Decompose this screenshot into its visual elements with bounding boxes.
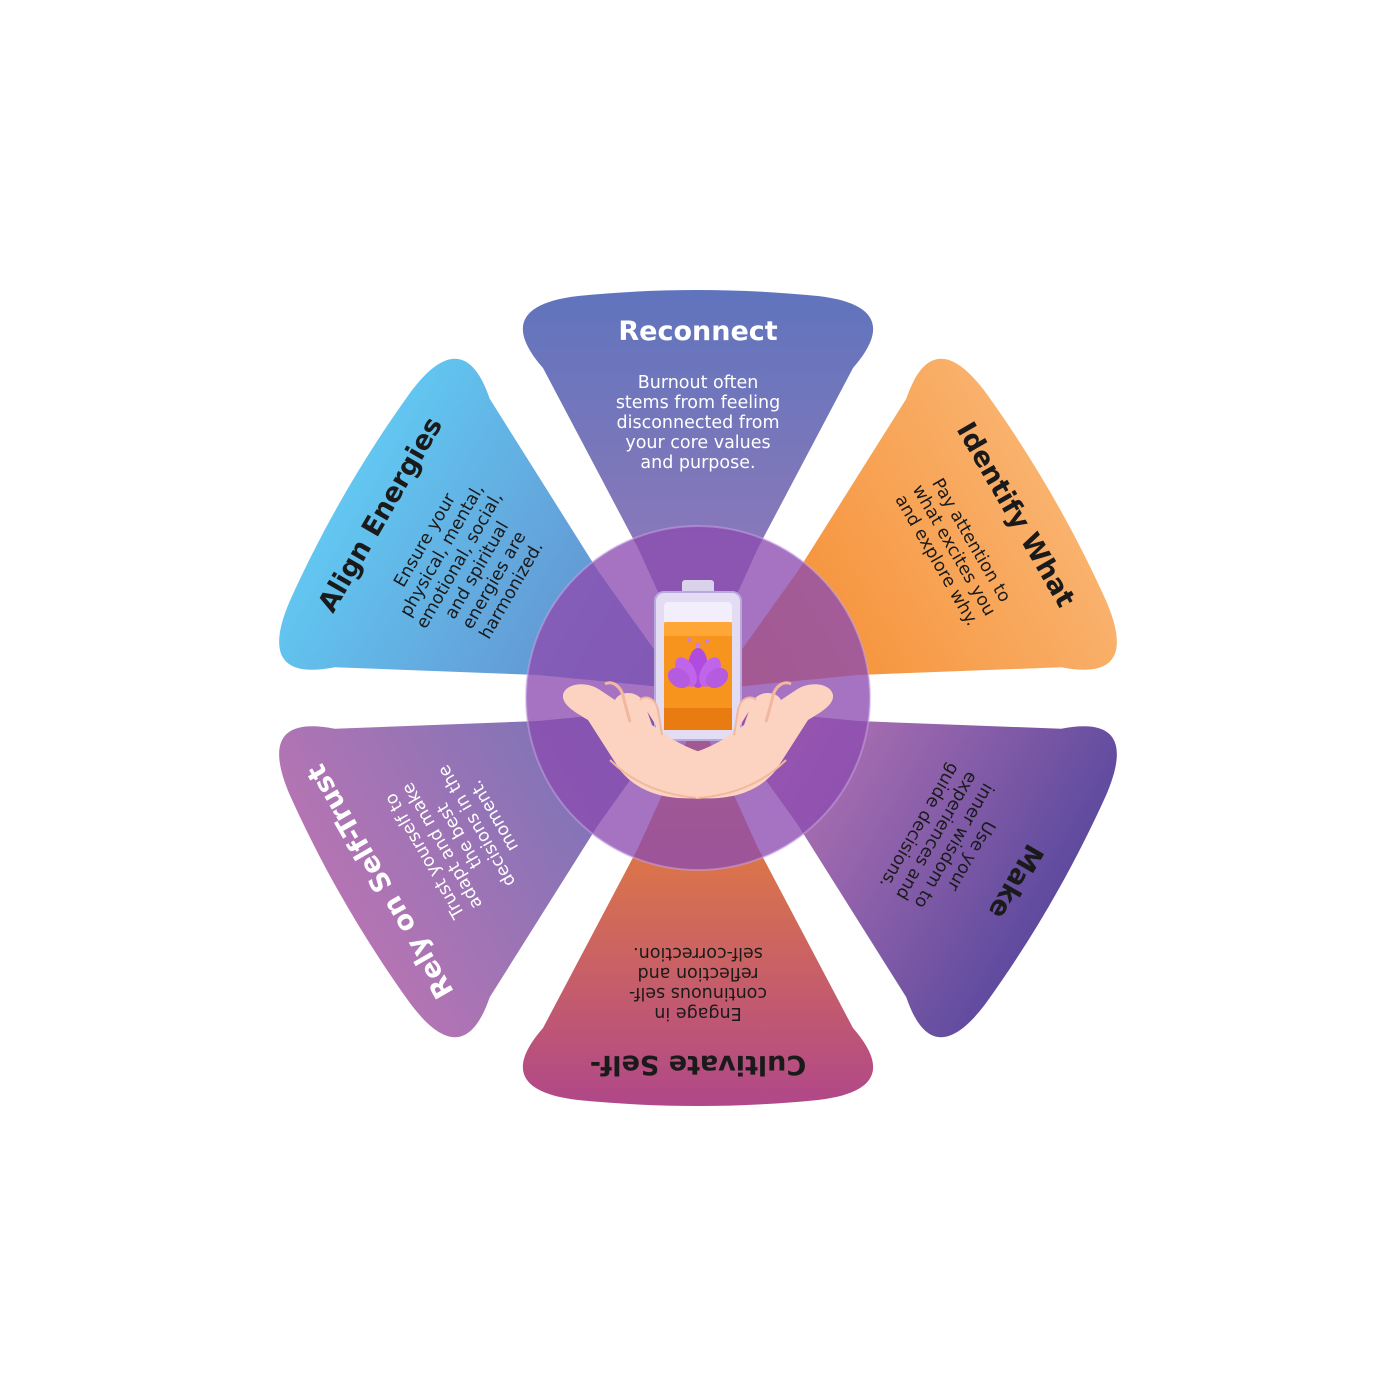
battery-lotus-hands-icon [562,580,834,799]
petal-text-line-reconnect: your core values [625,433,770,453]
petal-shape-cultivate-self [522,716,874,1106]
lotus-icon [667,638,729,689]
battery-charge-top [664,622,732,636]
center-ring [525,525,871,871]
left-hand-icon [562,681,700,799]
petal-text-line-cultivate-self: reflection and [638,963,759,983]
petal-text-line-reconnect: and purpose. [640,453,755,473]
center-hub [525,525,871,871]
petal-text-line-cultivate-self: self-correction. [633,943,763,963]
petal-text-line-cultivate-self: Engage in [654,1003,741,1023]
petal-title-reconnect: Reconnect [618,316,777,347]
petal-text-line-reconnect: Burnout often [638,373,759,393]
petal-title-cultivate-self: Cultivate Self- [590,1049,806,1080]
petal-cultivate-self [522,716,874,1106]
petal-shape-reconnect [522,290,874,680]
petal-text-line-cultivate-self: continuous self- [629,983,767,1003]
petal-text-line-reconnect: disconnected from [616,413,779,433]
right-hand-icon [696,681,834,799]
petal-text-line-reconnect: stems from feeling [616,393,780,413]
battery-charge-bottom [664,708,732,730]
petal-reconnect [522,290,874,680]
